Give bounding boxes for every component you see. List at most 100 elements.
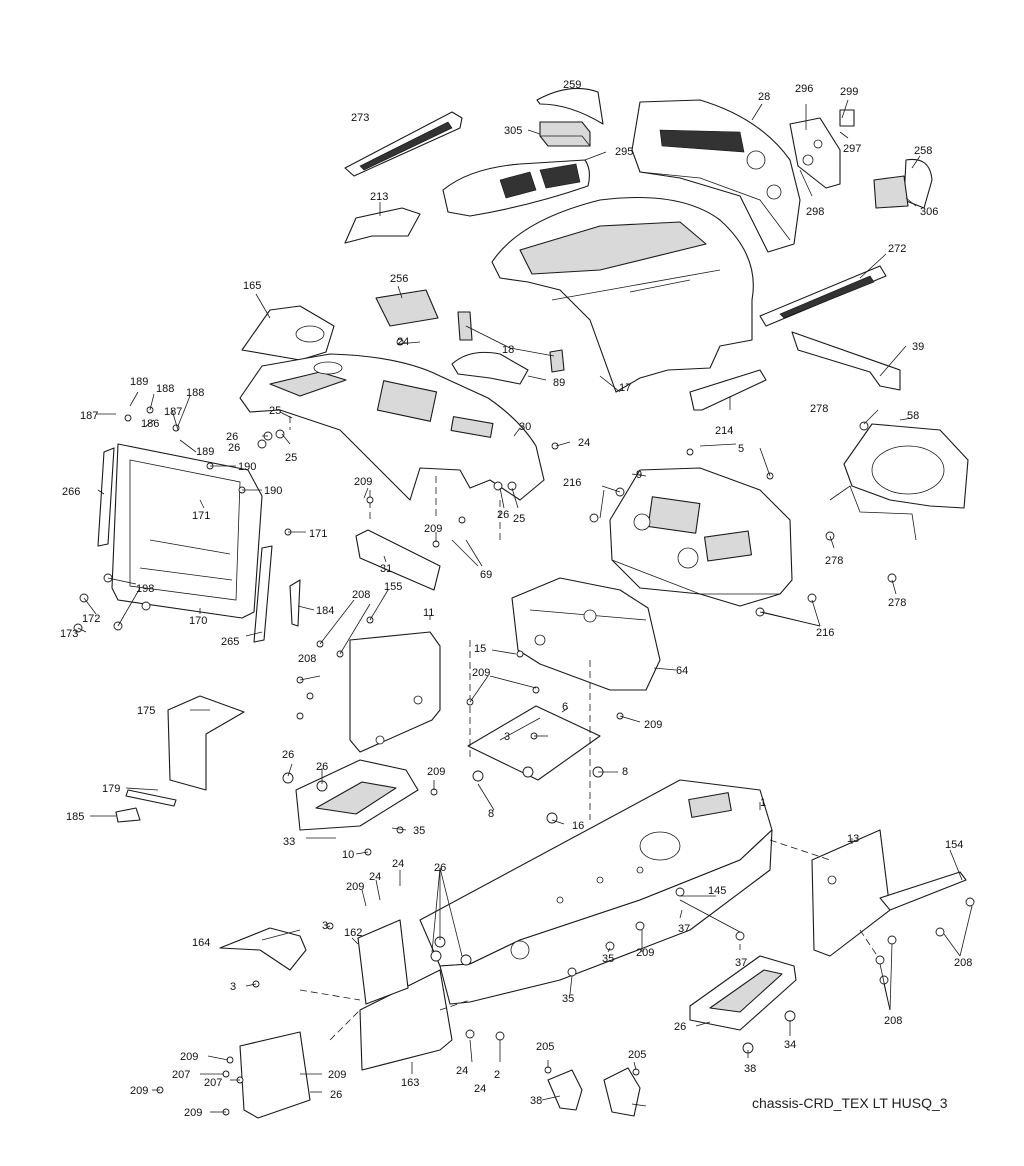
callout-label: 58 — [907, 410, 919, 422]
part-259-trim — [536, 87, 604, 125]
callout-label: 273 — [351, 112, 369, 124]
part-214-bracket — [689, 369, 767, 411]
callout-label: 175 — [137, 705, 155, 717]
callout-label: 18 — [502, 344, 514, 356]
part-2-plate — [239, 1031, 311, 1119]
part-273-grille-strip — [344, 111, 463, 177]
callout-label: 209 — [130, 1085, 148, 1097]
callout-label: 216 — [816, 627, 834, 639]
part-64-bracket — [511, 577, 661, 691]
part-6-plate — [467, 705, 601, 781]
callout-label: 208 — [884, 1015, 902, 1027]
callout-label: 24 — [456, 1065, 468, 1077]
callout-label: 172 — [82, 613, 100, 625]
part-258-cap — [903, 158, 933, 209]
part-256-plate — [375, 289, 439, 327]
part-213-panel — [344, 207, 421, 244]
part-184-bracket — [289, 579, 301, 627]
callout-label: 299 — [840, 86, 858, 98]
part-164-bracket — [219, 927, 307, 971]
callout-label: 190 — [264, 485, 282, 497]
part-145-rod — [679, 899, 741, 933]
callout-label: 1 — [760, 797, 766, 809]
callout-label: 38 — [744, 1063, 756, 1075]
callout-label: 16 — [572, 820, 584, 832]
callout-label: 209 — [346, 881, 364, 893]
callout-label: 258 — [914, 145, 932, 157]
part-305-foam-block — [539, 121, 591, 147]
callout-label: 213 — [370, 191, 388, 203]
callout-label: 297 — [843, 143, 861, 155]
callout-label: 278 — [888, 597, 906, 609]
callout-label: 208 — [298, 653, 316, 665]
callout-label: 188 — [156, 383, 174, 395]
callout-label: 272 — [888, 243, 906, 255]
part-33-footrest — [295, 759, 419, 831]
callout-label: 209 — [644, 719, 662, 731]
callout-label: 295 — [615, 146, 633, 158]
callout-label: 189 — [196, 446, 214, 458]
callout-label: 164 — [192, 937, 210, 949]
callout-label: 11 — [423, 607, 434, 619]
callout-label: 155 — [384, 581, 402, 593]
callout-label: 189 — [130, 376, 148, 388]
callout-label: 188 — [186, 387, 204, 399]
part-306-foam-block — [873, 175, 909, 209]
callout-label: 306 — [920, 206, 938, 218]
callout-label: 209 — [354, 476, 372, 488]
callout-label: 26 — [497, 509, 509, 521]
callout-label: 35 — [562, 993, 574, 1005]
callout-label: 173 — [60, 628, 78, 640]
callout-label: 209 — [636, 947, 654, 959]
callout-label: 6 — [562, 701, 568, 713]
callout-label: 265 — [221, 636, 239, 648]
callout-label: 24 — [397, 336, 409, 348]
part-11-bracket — [349, 631, 441, 753]
callout-label: 216 — [563, 477, 581, 489]
part-170-rear-panel — [111, 443, 263, 619]
part-296-bezel — [789, 117, 841, 189]
callout-label: 165 — [243, 280, 261, 292]
callout-label: 298 — [806, 206, 824, 218]
callout-label: 30 — [519, 421, 531, 433]
leader-lines — [77, 99, 973, 1113]
part-1-frame — [419, 779, 773, 1005]
callout-label: 24 — [369, 871, 381, 883]
callout-label: 187 — [80, 410, 98, 422]
callout-label: 207 — [204, 1077, 222, 1089]
callout-label: 187 — [164, 406, 182, 418]
callout-label: 28 — [758, 91, 770, 103]
part-18-insert — [457, 311, 565, 373]
part-265-strip — [253, 545, 273, 643]
part-9-console — [609, 467, 793, 607]
callout-label: 278 — [810, 403, 828, 415]
callout-label: 26 — [434, 862, 446, 874]
part-295-vent-cover — [442, 159, 591, 217]
part-272-grille-strip — [759, 265, 887, 327]
callout-label: 38 — [530, 1095, 542, 1107]
callout-label: 179 — [102, 783, 120, 795]
callout-label: 35 — [413, 825, 425, 837]
part-17-hood — [491, 196, 754, 393]
callout-label: 209 — [427, 766, 445, 778]
callout-label: 26 — [228, 442, 240, 454]
callout-label: 35 — [602, 953, 614, 965]
callout-label: 171 — [309, 528, 327, 540]
callout-label: 5 — [738, 443, 744, 455]
callout-label: 207 — [172, 1069, 190, 1081]
callout-label: 296 — [795, 83, 813, 95]
callout-label: 26 — [674, 1021, 686, 1033]
callout-label: 37 — [678, 923, 690, 935]
callout-label: 154 — [945, 839, 963, 851]
callout-label: 209 — [180, 1051, 198, 1063]
callout-label: 198 — [136, 583, 154, 595]
callout-label: 31 — [380, 563, 392, 575]
part-38-bracket-left — [547, 1069, 583, 1111]
part-39-bracket — [791, 331, 901, 391]
callout-label: 205 — [628, 1049, 646, 1061]
callout-label: 209 — [328, 1069, 346, 1081]
callout-label: 209 — [472, 667, 490, 679]
callout-label: 209 — [184, 1107, 202, 1119]
callout-label: 26 — [330, 1089, 342, 1101]
